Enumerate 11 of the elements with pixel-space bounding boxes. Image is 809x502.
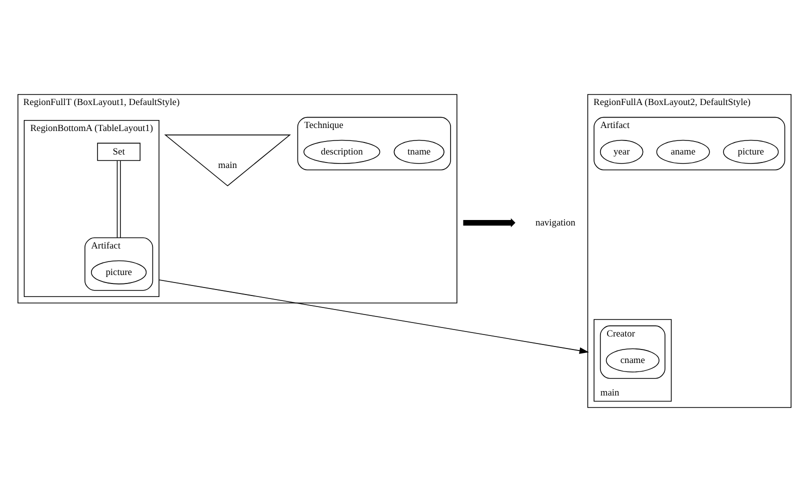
node-box: Set bbox=[97, 142, 140, 161]
connector bbox=[116, 160, 121, 238]
node-ellipse: tname bbox=[394, 140, 444, 164]
node-ellipse: aname bbox=[656, 140, 710, 164]
arrow bbox=[158, 280, 589, 354]
node-ellipse: year bbox=[600, 140, 644, 164]
node-ellipse: cname bbox=[606, 348, 660, 372]
node-ellipse: picture bbox=[90, 260, 147, 284]
node-ellipse: description bbox=[303, 140, 380, 164]
node-ellipse: picture bbox=[723, 140, 779, 164]
legend-label: navigation bbox=[536, 218, 576, 228]
